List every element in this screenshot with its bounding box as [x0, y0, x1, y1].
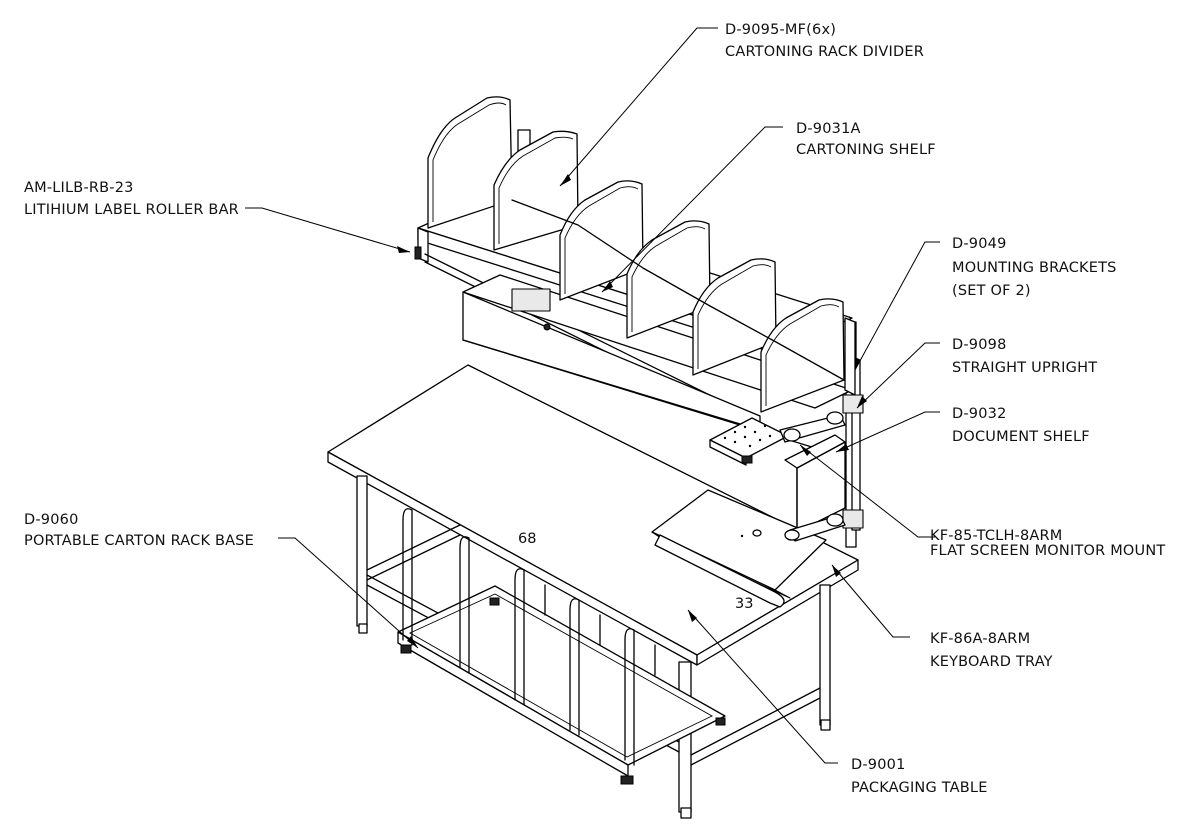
callout-keyboard-tray: KF-86A-8ARM KEYBOARD TRAY [930, 631, 1053, 670]
divider-part-number: D-9095-MF(6x) [725, 22, 836, 38]
shelf-description: CARTONING SHELF [796, 142, 936, 158]
monitor-part-number: KF-85-TCLH-8ARM [930, 528, 1063, 544]
rack-dividers [402, 508, 656, 766]
upright-part-number: D-9098 [952, 337, 1007, 353]
callout-straight-upright: D-9098 STRAIGHT UPRIGHT [952, 337, 1097, 376]
callout-carton-rack-base: D-9060 PORTABLE CARTON RACK BASE [24, 512, 254, 549]
leader-lines [245, 27, 940, 764]
roller-description: LITIHIUM LABEL ROLLER BAR [24, 202, 239, 218]
base-part-number: D-9060 [24, 512, 79, 528]
dimension-length: 68 [518, 531, 536, 547]
brackets-quantity: (SET OF 2) [952, 283, 1031, 299]
dimension-depth: 33 [735, 596, 753, 612]
table-part-number: D-9001 [851, 757, 906, 773]
brackets-part-number: D-9049 [952, 236, 1007, 252]
roller-part-number: AM-LILB-RB-23 [24, 180, 134, 196]
callout-packaging-table: D-9001 PACKAGING TABLE [851, 757, 988, 796]
base-description: PORTABLE CARTON RACK BASE [24, 533, 254, 549]
callout-document-shelf: D-9032 DOCUMENT SHELF [952, 406, 1090, 445]
callout-label-roller-bar: AM-LILB-RB-23 LITIHIUM LABEL ROLLER BAR [24, 180, 239, 218]
shelf-part-number: D-9031A [796, 121, 861, 137]
monitor-description: FLAT SCREEN MONITOR MOUNT [930, 543, 1165, 559]
keyboard-tray [651, 489, 846, 608]
monitor-mount [709, 411, 846, 466]
upright-description: STRAIGHT UPRIGHT [952, 360, 1097, 376]
brackets-description: MOUNTING BRACKETS [952, 260, 1117, 276]
callout-monitor-mount: KF-85-TCLH-8ARM FLAT SCREEN MONITOR MOUN… [930, 528, 1165, 559]
callout-mounting-brackets: D-9049 MOUNTING BRACKETS (SET OF 2) [952, 236, 1117, 299]
callout-cartoning-shelf: D-9031A CARTONING SHELF [796, 121, 936, 158]
keyboard-description: KEYBOARD TRAY [930, 654, 1053, 670]
docshelf-description: DOCUMENT SHELF [952, 429, 1090, 445]
table-description: PACKAGING TABLE [851, 780, 988, 796]
cartoning-rack-dividers [427, 96, 856, 413]
docshelf-part-number: D-9032 [952, 406, 1007, 422]
keyboard-part-number: KF-86A-8ARM [930, 631, 1030, 647]
carton-rack-base [397, 508, 726, 785]
document-shelf [784, 434, 846, 533]
callout-cartoning-rack-divider: D-9095-MF(6x) CARTONING RACK DIVIDER [725, 22, 924, 60]
divider-description: CARTONING RACK DIVIDER [725, 44, 924, 60]
